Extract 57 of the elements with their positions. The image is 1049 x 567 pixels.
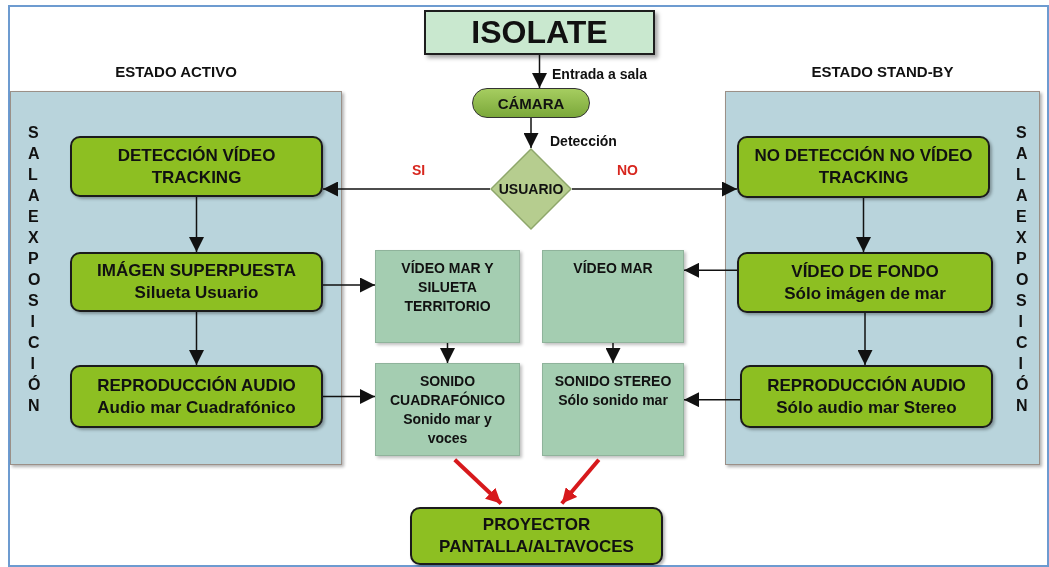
- process-label: Sólo audio mar Stereo: [776, 396, 957, 419]
- arrow: [605, 342, 621, 364]
- process-label: DETECCIÓN VÍDEO TRACKING: [116, 144, 277, 189]
- output-box: [542, 363, 684, 456]
- pill-label: CÁMARA: [497, 94, 565, 112]
- process-box: [737, 252, 993, 313]
- arrow: [560, 458, 601, 505]
- process-label: PROYECTOR PANTALLA/ALTAVOCES: [438, 514, 635, 558]
- process-label: NO DETECCIÓN NO VÍDEO TRACKING: [753, 145, 974, 189]
- edge-label: Entrada a sala: [552, 66, 647, 82]
- process-box: [70, 252, 323, 312]
- title-text: ISOLATE: [471, 14, 608, 51]
- edge-label: Detección: [550, 133, 617, 149]
- output-label: VÍDEO MAR: [573, 259, 653, 278]
- output-box: [375, 363, 520, 456]
- process-box: [410, 507, 663, 565]
- output-label: VÍDEO MAR Y SILUETA TERRITORIO: [400, 259, 495, 316]
- edge-label: NO: [617, 162, 638, 178]
- output-box: [375, 250, 520, 343]
- output-label: Sonido mar y voces: [402, 410, 493, 448]
- process-box: [70, 365, 323, 428]
- arrow: [532, 54, 547, 89]
- arrow: [523, 117, 539, 149]
- output-box: [542, 250, 684, 343]
- title-box: [424, 10, 655, 55]
- arrow: [453, 458, 503, 505]
- process-box: [737, 136, 990, 198]
- process-label: REPRODUCCIÓN AUDIO: [97, 374, 296, 397]
- vertical-label: SALA EXPOSICIÓN: [28, 123, 38, 416]
- process-label: VÍDEO DE FONDO: [791, 260, 939, 283]
- arrow: [856, 197, 871, 253]
- arrow: [189, 196, 204, 253]
- arrow: [683, 262, 738, 278]
- arrow: [440, 342, 455, 364]
- arrow: [857, 312, 873, 366]
- vertical-label: SALA EXPOSICIÓN: [1016, 123, 1026, 416]
- process-label: REPRODUCCIÓN AUDIO: [767, 374, 966, 397]
- arrow: [189, 311, 204, 366]
- panel-heading: ESTADO ACTIVO: [114, 63, 238, 80]
- process-label: IMÁGEN SUPERPUESTA: [97, 260, 296, 282]
- output-label: SONIDO CUADRAFÓNICO: [388, 372, 507, 410]
- terminal-pill: [472, 88, 590, 118]
- process-label: Silueta Usuario: [134, 282, 259, 304]
- decision-label: USUARIO: [498, 181, 564, 197]
- process-label: Audio mar Cuadrafónico: [97, 396, 296, 419]
- panel-heading: ESTADO STAND-BY: [810, 63, 955, 80]
- edge-label: SI: [412, 162, 426, 178]
- arrow: [683, 392, 741, 408]
- process-box: [70, 136, 323, 197]
- arrow: [571, 181, 738, 197]
- process-label: Sólo imágen de mar: [784, 282, 946, 305]
- arrow: [322, 181, 491, 197]
- arrow: [322, 277, 376, 293]
- output-label: Sólo sonido mar: [558, 391, 668, 410]
- output-label: SONIDO STEREO: [554, 372, 672, 391]
- arrow: [322, 389, 376, 404]
- process-box: [740, 365, 993, 428]
